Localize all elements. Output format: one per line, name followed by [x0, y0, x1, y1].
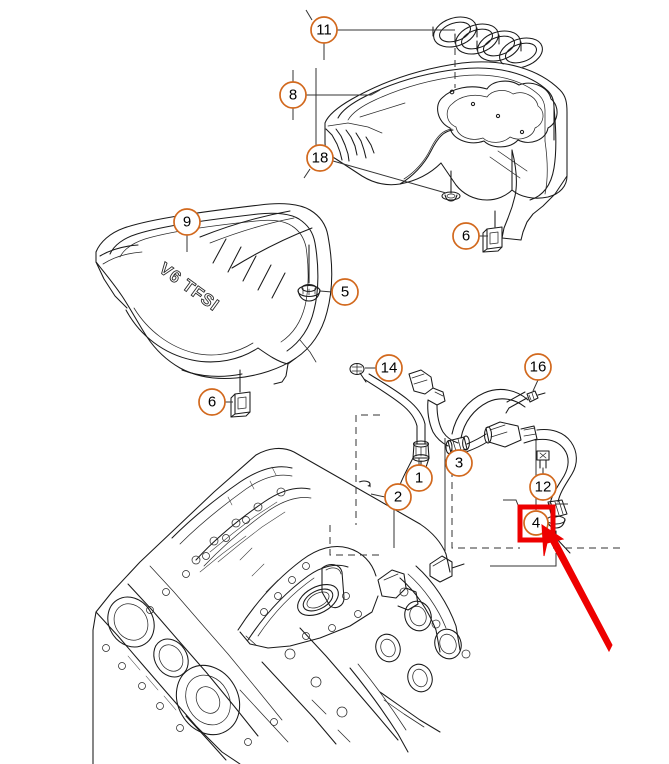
callout-6-upper[interactable]: 6 [452, 222, 480, 250]
callout-18-circle [306, 144, 334, 172]
hose-elbow-left [408, 369, 446, 406]
selected-part-highlight [517, 504, 613, 653]
callout-12-circle [529, 473, 557, 501]
callout-3[interactable]: 3 [445, 449, 473, 477]
callout-6-upper-circle [452, 222, 480, 250]
cover-retaining-clip-upper [482, 210, 503, 253]
hose-tee-junction [483, 421, 538, 448]
callout-8-circle [279, 81, 307, 109]
cover-retaining-clip-lower [230, 369, 251, 418]
callout-9-label: 9 [183, 214, 191, 231]
lower-engine-cover: V6 TFSI [95, 202, 333, 385]
hose-bolt-right [505, 390, 546, 414]
callout-18-label: 18 [312, 150, 329, 167]
callout-11-label: 11 [316, 22, 332, 39]
audi-rings-badge [432, 16, 543, 69]
callout-9[interactable]: 9 [173, 208, 201, 236]
callout-5-label: 5 [341, 284, 349, 301]
highlight-arrow-head [541, 524, 565, 557]
callout-6-lower-label: 6 [208, 394, 216, 411]
callout-2-circle [384, 483, 412, 511]
callout-14[interactable]: 14 [375, 354, 403, 382]
callout-16-circle [524, 353, 552, 381]
callout-3-label: 3 [455, 455, 463, 472]
callout-1-label: 1 [415, 470, 423, 487]
callout-12-label: 12 [535, 479, 552, 496]
callout-6-lower-circle [198, 388, 226, 416]
callout-16-label: 16 [530, 359, 547, 376]
callout-4-label: 4 [532, 515, 540, 532]
upper-engine-cover [324, 61, 568, 241]
callout-3-circle [445, 449, 473, 477]
callout-16[interactable]: 16 [524, 353, 552, 381]
callout-6-lower[interactable]: 6 [198, 388, 226, 416]
callout-9-circle [173, 208, 201, 236]
callout-14-label: 14 [381, 360, 398, 377]
callout-18[interactable]: 18 [306, 144, 334, 172]
engine-block-assembly [92, 447, 471, 764]
callout-5-circle [331, 278, 359, 306]
callout-11[interactable]: 11 [310, 16, 338, 44]
highlight-arrow-shaft [547, 530, 613, 653]
callout-6-upper-label: 6 [462, 228, 470, 245]
callout-8[interactable]: 8 [279, 81, 307, 109]
callout-bubbles: 11 8 18 6 9 5 6 14 [173, 16, 557, 536]
callout-2-label: 2 [394, 489, 402, 506]
coolant-hose-assembly [349, 362, 577, 554]
callout-1-circle [405, 464, 433, 492]
callout-11-circle [310, 16, 338, 44]
callout-8-label: 8 [289, 87, 297, 104]
callout-12[interactable]: 12 [529, 473, 557, 501]
callout-1[interactable]: 1 [405, 464, 433, 492]
hose-connector-one [412, 440, 430, 467]
callout-5[interactable]: 5 [331, 278, 359, 306]
hose-bolt-left [349, 362, 367, 383]
hose-retaining-clip [536, 450, 550, 475]
cover-grommet-pin [441, 170, 461, 202]
highlight-box [517, 504, 556, 543]
callout-14-circle [375, 354, 403, 382]
callout-2[interactable]: 2 [384, 483, 412, 511]
